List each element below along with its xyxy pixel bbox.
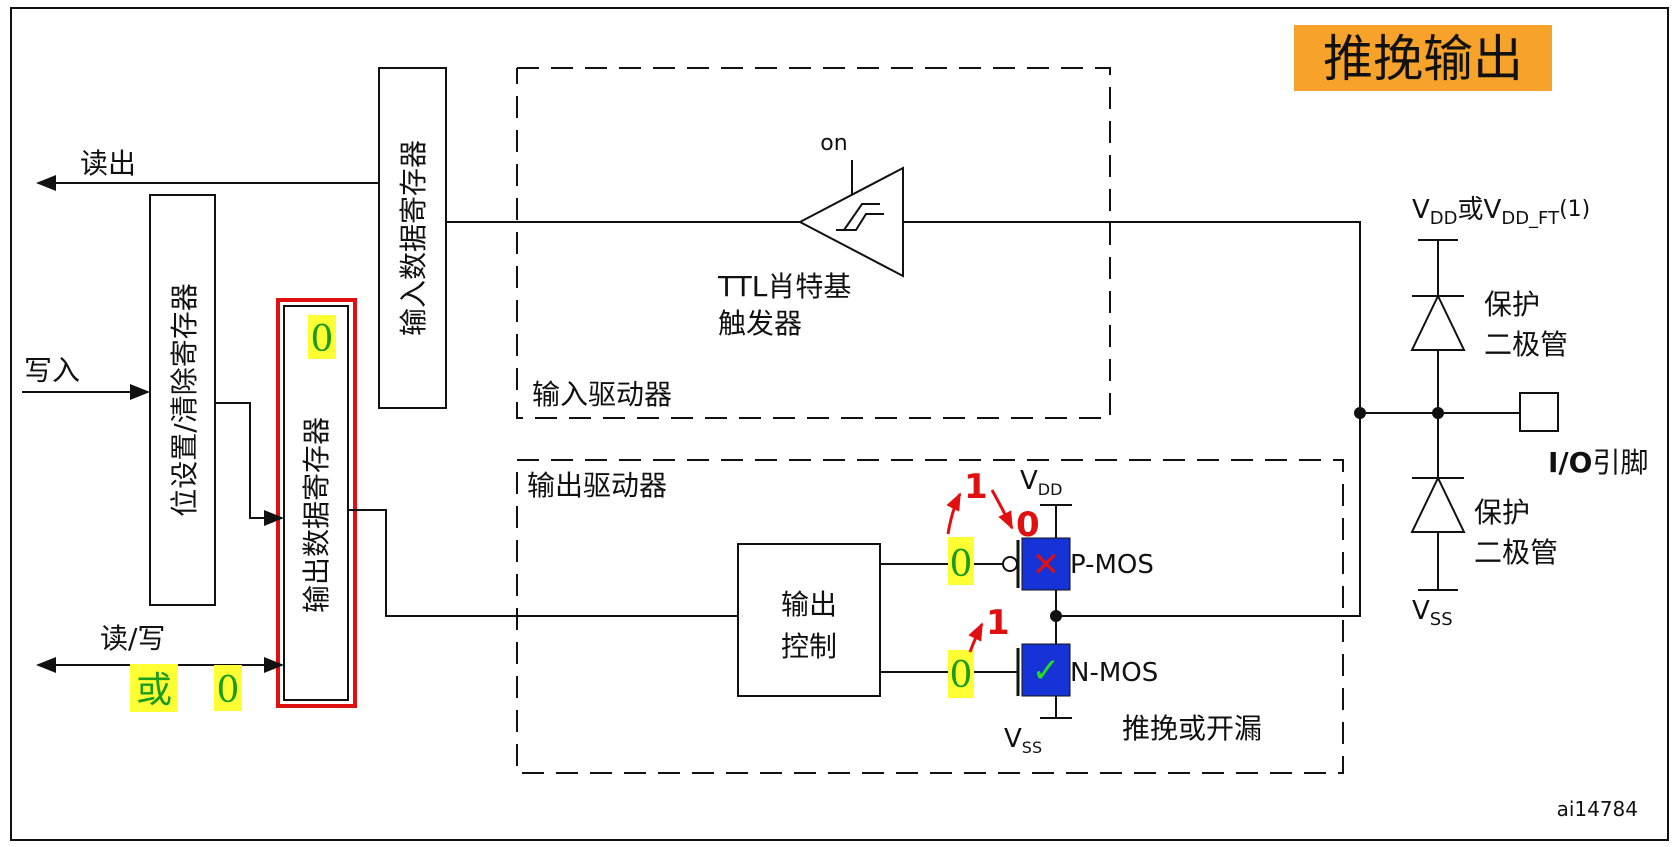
bit-register-to-output-register-line bbox=[215, 402, 284, 526]
io-pin bbox=[1519, 392, 1559, 432]
ttl-label-line1: TTL肖特基 bbox=[717, 270, 851, 303]
output-to-pin-line bbox=[1056, 413, 1361, 617]
pmos-gate-bubble bbox=[1002, 556, 1018, 572]
lower-diode-label-line2: 二极管 bbox=[1474, 536, 1558, 569]
or-char-highlight bbox=[130, 664, 178, 712]
hysteresis-symbol bbox=[836, 203, 884, 231]
title-background bbox=[1294, 25, 1552, 91]
rw-bit-highlight bbox=[214, 665, 242, 711]
pin-bus-node-1 bbox=[1354, 407, 1366, 419]
lower-diode-label-line1: 保护 bbox=[1474, 496, 1530, 529]
nmos-gate-bit: 0 bbox=[950, 655, 973, 696]
trigger-on-label: on bbox=[820, 131, 847, 156]
read-write-label: 读/写 bbox=[100, 622, 165, 655]
register-bit-highlight bbox=[308, 315, 336, 359]
input-driver-label: 输入驱动器 bbox=[532, 378, 672, 411]
output-control-label-line1: 输出 bbox=[781, 588, 837, 621]
nmos-gate-bit-highlight bbox=[948, 650, 974, 698]
upper-diode bbox=[1410, 293, 1466, 351]
bit-set-reset-register-label: 位设置/清除寄存器 bbox=[168, 283, 201, 516]
ttl-label-line2: 触发器 bbox=[718, 307, 802, 340]
output-data-register-highlight bbox=[276, 298, 357, 708]
input-data-register bbox=[378, 67, 447, 409]
pmos-step-arrow-1 bbox=[946, 492, 962, 535]
register-bit-value: 0 bbox=[311, 319, 334, 360]
read-out-label: 读出 bbox=[80, 147, 136, 180]
pin-to-trigger-line bbox=[903, 221, 1361, 413]
figure-id: ai14784 bbox=[1557, 797, 1638, 821]
output-data-register-label: 输出数据寄存器 bbox=[300, 417, 333, 613]
nmos-on-mark: ✓ bbox=[1032, 651, 1061, 691]
pmos-gate-bit-highlight bbox=[948, 537, 974, 585]
input-data-register-label: 输入数据寄存器 bbox=[397, 140, 430, 336]
mos-vss-label: VSS bbox=[1004, 724, 1042, 757]
push-pull-open-drain-label: 推挽或开漏 bbox=[1122, 712, 1262, 745]
rw-bit-value: 0 bbox=[217, 670, 240, 711]
pmos-label: P-MOS bbox=[1070, 550, 1154, 580]
io-pin-label: I/O引脚 bbox=[1548, 446, 1648, 479]
pmos-off-mark: ✕ bbox=[1032, 545, 1061, 585]
output-driver-label: 输出驱动器 bbox=[527, 469, 667, 502]
pmos-step-arrow-2 bbox=[990, 489, 1014, 530]
mos-vdd-label: VDD bbox=[1020, 466, 1062, 499]
upper-diode-label-line1: 保护 bbox=[1484, 288, 1540, 321]
pmos-step-1: 1 bbox=[964, 467, 988, 507]
or-char: 或 bbox=[136, 670, 172, 711]
bit-set-reset-register bbox=[149, 194, 216, 606]
output-control-label-line2: 控制 bbox=[781, 630, 837, 663]
output-data-register bbox=[283, 305, 349, 701]
diode-vss-label: VSS bbox=[1412, 596, 1453, 630]
pmos-step-2: 0 bbox=[1016, 505, 1040, 545]
output-control-block bbox=[737, 543, 881, 697]
lower-diode bbox=[1410, 475, 1466, 533]
nmos-step: 1 bbox=[986, 603, 1010, 643]
output-driver-box bbox=[516, 459, 1344, 774]
nmos-step-arrow bbox=[968, 622, 984, 653]
write-in-label: 写入 bbox=[24, 354, 80, 387]
pmos-gate-bit: 0 bbox=[950, 544, 973, 585]
output-register-to-control-line bbox=[348, 509, 738, 617]
pmos-transistor bbox=[1021, 537, 1071, 591]
input-driver-box bbox=[516, 67, 1111, 419]
nmos-transistor bbox=[1021, 643, 1071, 697]
diode-vdd-label: VDD或VDD_FT(1) bbox=[1412, 195, 1590, 229]
nmos-label: N-MOS bbox=[1070, 658, 1158, 688]
upper-diode-label-line2: 二极管 bbox=[1484, 328, 1568, 361]
diagram-title: 推挽输出 bbox=[1323, 30, 1523, 88]
diagram-frame bbox=[10, 7, 1669, 841]
